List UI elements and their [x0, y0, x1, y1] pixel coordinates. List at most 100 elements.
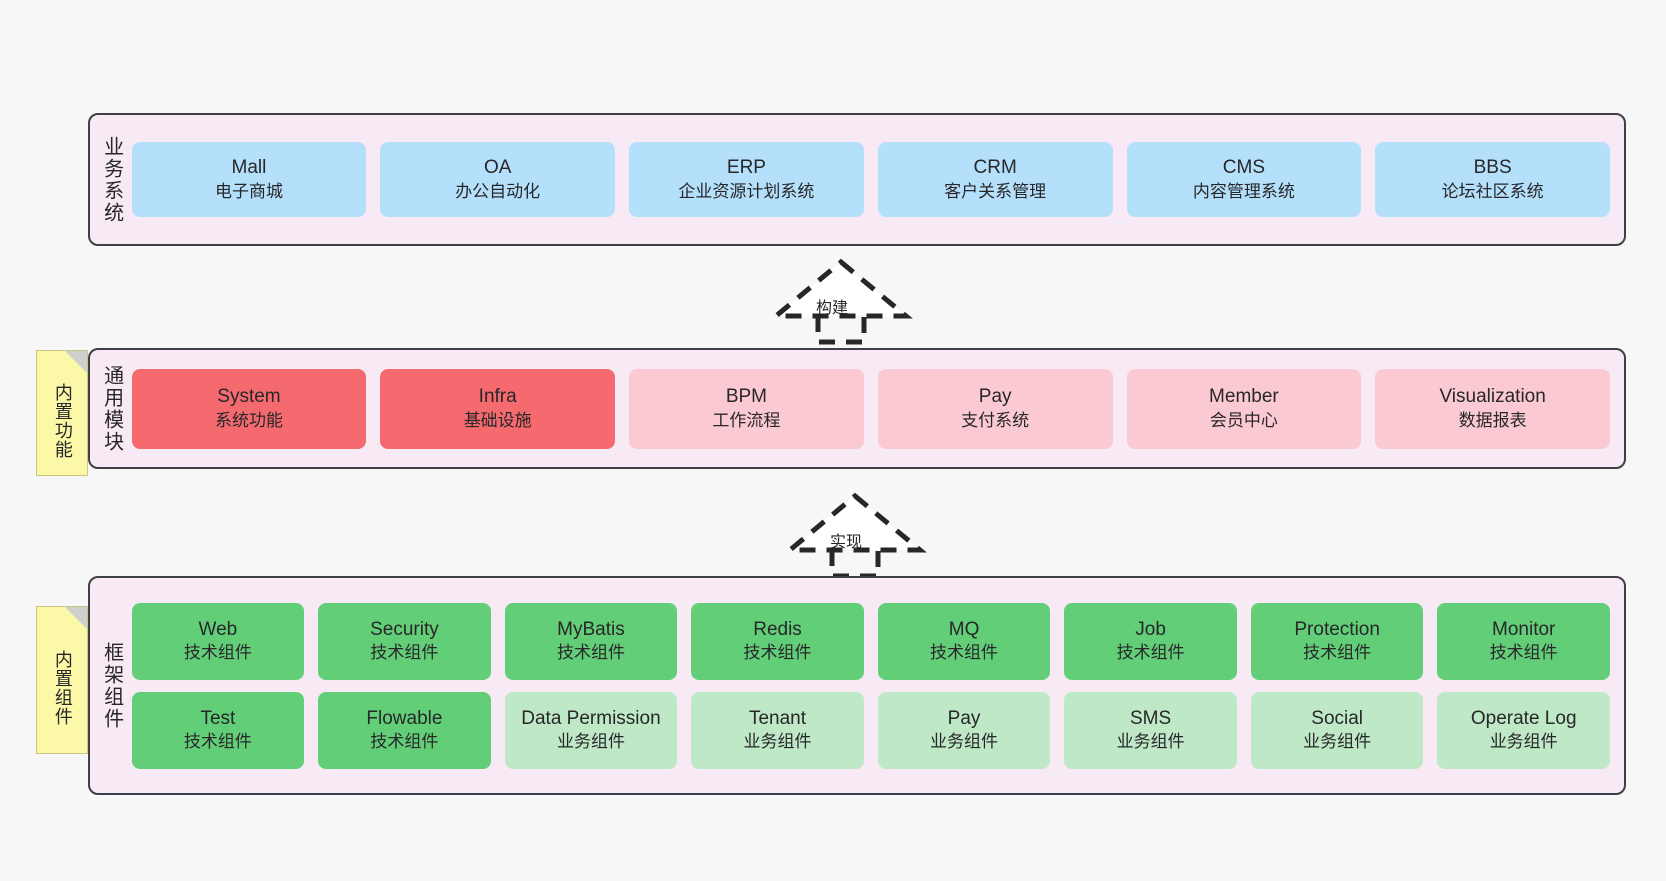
card-title: CMS [1222, 157, 1266, 179]
card-protection[interactable]: Protection 技术组件 [1250, 602, 1424, 680]
card-title: BPM [725, 386, 768, 408]
card-title: Flowable [366, 707, 443, 729]
card-subtitle: 内容管理系统 [1192, 181, 1295, 201]
card-subtitle: 技术组件 [1303, 643, 1372, 663]
arrow-build: 构建 [756, 258, 926, 345]
card-subtitle: 基础设施 [463, 410, 532, 430]
arrow-implement-glyph [783, 492, 927, 579]
card-title: Data Permission [521, 707, 661, 729]
card-test[interactable]: Test 技术组件 [131, 691, 305, 769]
card-subtitle: 论坛社区系统 [1441, 181, 1544, 201]
card-monitor[interactable]: Monitor 技术组件 [1437, 602, 1610, 680]
card-subtitle: 技术组件 [183, 732, 252, 752]
card-title: Security [370, 618, 439, 640]
card-subtitle: 会员中心 [1209, 410, 1278, 430]
card-title: System [217, 386, 281, 408]
card-title: MyBatis [557, 618, 625, 640]
common-row: System 系统功能 Infra 基础设施 BPM 工作流程 Pay 支付系统… [131, 368, 1610, 449]
card-subtitle: 技术组件 [1489, 643, 1558, 663]
card-title: Tenant [748, 707, 807, 729]
card-subtitle: 业务组件 [1489, 732, 1558, 752]
card-bbs[interactable]: BBS 论坛社区系统 [1375, 142, 1610, 217]
card-sms[interactable]: SMS 业务组件 [1064, 691, 1237, 769]
card-title: Infra [478, 386, 517, 408]
card-visualization[interactable]: Visualization 数据报表 [1375, 368, 1610, 449]
card-title: Pay [978, 386, 1012, 408]
framework-row-tech: Web 技术组件 Security 技术组件 MyBatis 技术组件 Redi… [131, 602, 1610, 680]
card-infra[interactable]: Infra 基础设施 [380, 368, 616, 449]
arrow-build-label: 构建 [816, 300, 849, 317]
card-subtitle: 技术组件 [1116, 643, 1185, 663]
card-crm[interactable]: CRM 客户关系管理 [877, 142, 1113, 217]
layer-body-business: Mall 电子商城 OA 办公自动化 ERP 企业资源计划系统 CRM 客户关系… [128, 115, 1624, 244]
card-subtitle: 技术组件 [743, 643, 812, 663]
card-subtitle: 数据报表 [1458, 410, 1527, 430]
card-security[interactable]: Security 技术组件 [318, 602, 491, 680]
card-title: Job [1135, 618, 1166, 640]
card-title: Social [1311, 707, 1364, 729]
card-pay[interactable]: Pay 支付系统 [877, 368, 1113, 449]
card-flowable[interactable]: Flowable 技术组件 [318, 691, 491, 769]
card-title: Pay [947, 707, 981, 729]
card-subtitle: 业务组件 [556, 732, 625, 752]
card-oa[interactable]: OA 办公自动化 [380, 142, 616, 217]
card-erp[interactable]: ERP 企业资源计划系统 [629, 142, 864, 217]
card-pay-component[interactable]: Pay 业务组件 [877, 691, 1051, 769]
card-title: Visualization [1439, 386, 1546, 408]
card-system[interactable]: System 系统功能 [131, 368, 367, 449]
card-operate-log[interactable]: Operate Log 业务组件 [1437, 691, 1610, 769]
card-title: Mall [231, 157, 267, 179]
arrow-build-glyph [769, 258, 913, 345]
note-fold-icon [65, 607, 87, 629]
card-title: OA [483, 157, 512, 179]
card-mybatis[interactable]: MyBatis 技术组件 [504, 602, 678, 680]
card-mall[interactable]: Mall 电子商城 [131, 142, 367, 217]
card-subtitle: 技术组件 [556, 643, 625, 663]
note-label: 内置功能 [52, 383, 73, 459]
layer-title-business: 业务系统 [100, 135, 123, 224]
card-title: Operate Log [1470, 707, 1577, 729]
card-title: BBS [1473, 157, 1512, 179]
layer-common-modules: 通用模块 System 系统功能 Infra 基础设施 BPM 工作流程 Pay… [88, 348, 1626, 469]
card-title: CRM [973, 157, 1017, 179]
layer-framework-components: 框架组件 Web 技术组件 Security 技术组件 MyBatis 技术组件… [88, 576, 1626, 795]
card-subtitle: 系统功能 [214, 410, 283, 430]
card-subtitle: 业务组件 [930, 732, 999, 752]
card-web[interactable]: Web 技术组件 [131, 602, 305, 680]
card-subtitle: 企业资源计划系统 [678, 181, 815, 201]
business-row: Mall 电子商城 OA 办公自动化 ERP 企业资源计划系统 CRM 客户关系… [131, 142, 1610, 217]
card-title: Monitor [1492, 618, 1556, 640]
card-subtitle: 支付系统 [961, 410, 1030, 430]
layer-body-framework: Web 技术组件 Security 技术组件 MyBatis 技术组件 Redi… [128, 578, 1624, 793]
card-title: Protection [1294, 618, 1380, 640]
card-title: Member [1209, 386, 1279, 408]
card-title: ERP [726, 157, 766, 179]
card-subtitle: 客户关系管理 [944, 181, 1047, 201]
arrow-implement: 实现 [770, 492, 940, 579]
card-subtitle: 技术组件 [930, 643, 999, 663]
layer-body-common: System 系统功能 Infra 基础设施 BPM 工作流程 Pay 支付系统… [128, 350, 1624, 467]
card-title: Web [198, 618, 238, 640]
card-data-permission[interactable]: Data Permission 业务组件 [504, 691, 678, 769]
card-subtitle: 业务组件 [743, 732, 812, 752]
card-job[interactable]: Job 技术组件 [1064, 602, 1237, 680]
card-bpm[interactable]: BPM 工作流程 [629, 368, 864, 449]
card-tenant[interactable]: Tenant 业务组件 [691, 691, 864, 769]
card-subtitle: 工作流程 [712, 410, 781, 430]
card-social[interactable]: Social 业务组件 [1250, 691, 1424, 769]
card-member[interactable]: Member 会员中心 [1126, 368, 1362, 449]
card-subtitle: 技术组件 [370, 643, 439, 663]
card-title: MQ [948, 618, 980, 640]
arrow-implement-label: 实现 [830, 534, 863, 551]
card-title: Test [200, 707, 236, 729]
card-redis[interactable]: Redis 技术组件 [691, 602, 864, 680]
card-subtitle: 技术组件 [370, 732, 439, 752]
card-subtitle: 技术组件 [183, 643, 252, 663]
card-title: SMS [1130, 707, 1172, 729]
note-builtin-features: 内置功能 [36, 350, 88, 476]
card-cms[interactable]: CMS 内容管理系统 [1126, 142, 1362, 217]
card-subtitle: 业务组件 [1303, 732, 1372, 752]
card-mq[interactable]: MQ 技术组件 [877, 602, 1051, 680]
layer-title-framework: 框架组件 [100, 641, 123, 730]
